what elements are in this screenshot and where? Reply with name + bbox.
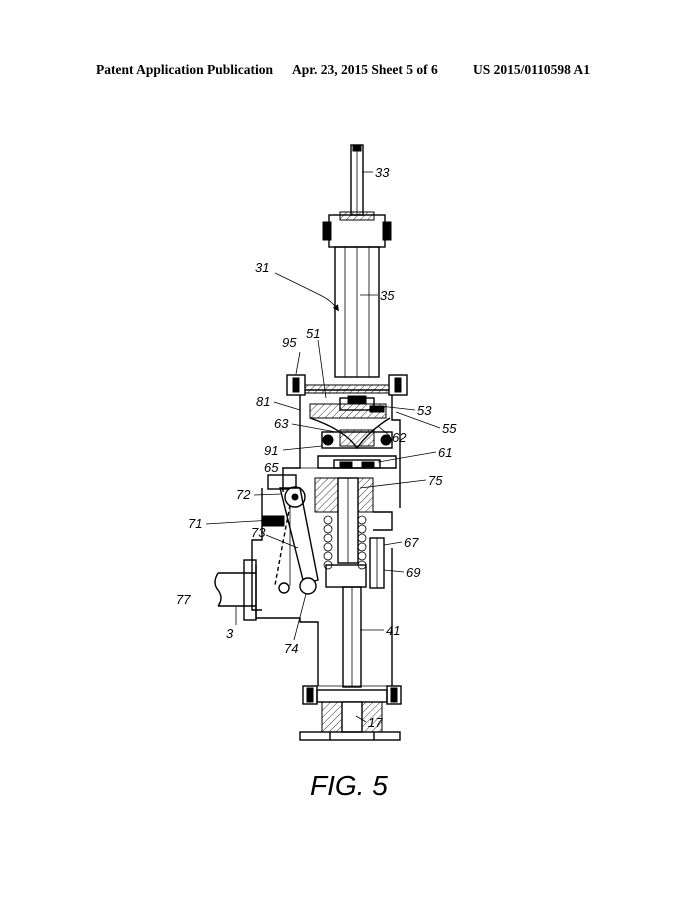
ref-72: 72 [236,487,251,502]
lower-shaft [343,587,361,687]
ref-75: 75 [428,473,443,488]
ref-53: 53 [417,403,432,418]
ref-41: 41 [386,623,400,638]
figure-caption: FIG. 5 [310,770,388,801]
ref-61: 61 [438,445,452,460]
piston-assembly [310,396,396,468]
ref-55: 55 [442,421,457,436]
base-flange [300,686,401,740]
reference-numerals: 33 31 35 95 51 81 53 63 55 62 91 61 65 7… [176,165,457,730]
top-shaft [351,145,363,215]
ref-51: 51 [306,326,320,341]
ref-67: 67 [404,535,419,550]
ref-63: 63 [274,416,289,431]
ref-73: 73 [251,525,266,540]
leader-lines [206,172,440,722]
ref-31: 31 [255,260,269,275]
ref-65: 65 [264,460,279,475]
ref-33: 33 [375,165,390,180]
ref-77: 77 [176,592,191,607]
ref-17: 17 [368,715,383,730]
ref-95: 95 [282,335,297,350]
ref-35: 35 [380,288,395,303]
ref-74: 74 [284,641,298,656]
ref-71: 71 [188,516,202,531]
spring-housing [315,478,392,588]
ref-81: 81 [256,394,270,409]
ref-69: 69 [406,565,420,580]
ref-3: 3 [226,626,234,641]
ref-62: 62 [392,430,407,445]
ref-91: 91 [264,443,278,458]
